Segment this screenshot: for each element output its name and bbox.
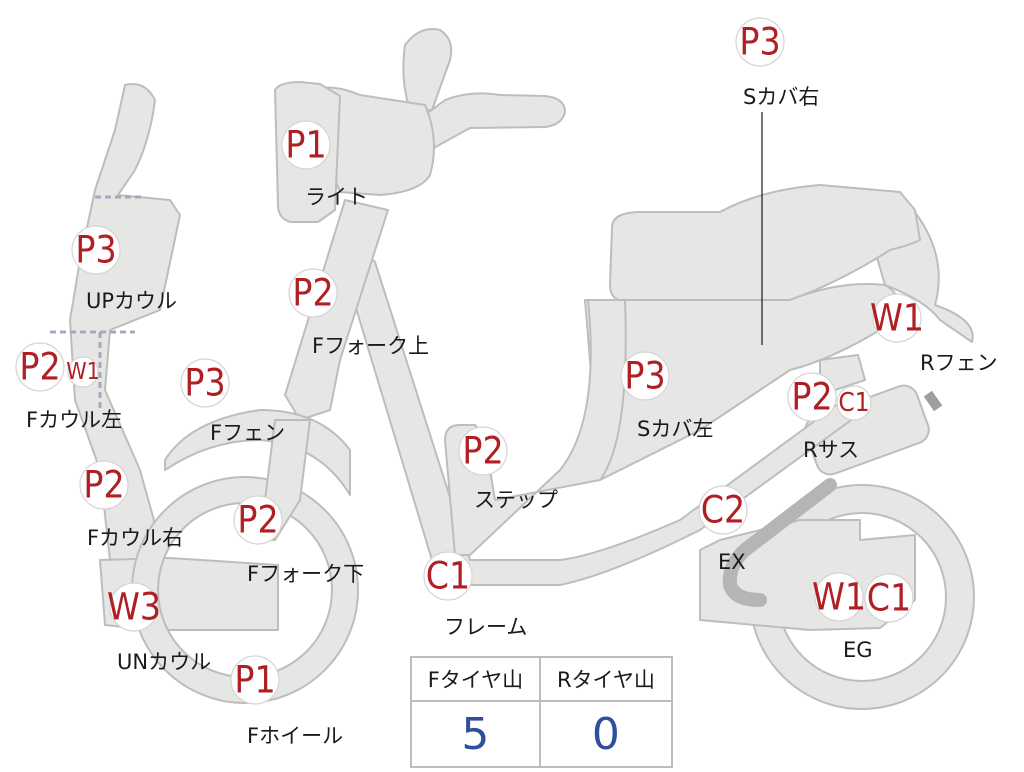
f-cowl-left-code2-badge-text: W1 (66, 359, 100, 385)
rear-tyre-value: 0 (538, 700, 674, 768)
un-cowl-label: UNカウル (117, 650, 211, 674)
f-fork-lower-code-badge-circle (233, 495, 283, 545)
r-fender-code-badge-text: W1 (870, 297, 924, 340)
f-fork-upper-code-badge: P2 (288, 268, 338, 318)
r-fender-code-badge-circle (872, 293, 922, 343)
light-code-badge-circle (281, 120, 331, 170)
engine-code2-badge-text: C1 (867, 577, 911, 620)
exhaust-code-badge-circle (698, 485, 748, 535)
f-cowl-left-code-badge: P2 (15, 342, 65, 392)
s-cover-right-code-badge-circle (735, 17, 785, 67)
f-cowl-left-code2-badge: W1 (66, 356, 100, 388)
un-cowl-code-badge: W3 (107, 582, 161, 632)
f-fender-code-badge-circle (180, 358, 230, 408)
handlebar-shape (404, 92, 566, 151)
up-cowl-code-badge-text: P3 (75, 229, 116, 272)
f-cowl-left-code-badge-text: P2 (19, 346, 60, 389)
step-code-badge-circle (458, 426, 508, 476)
r-suspension-code-badge: P2 (787, 372, 837, 422)
f-fork-lower-code-badge-text: P2 (237, 499, 278, 542)
r-suspension-code-badge-circle (787, 372, 837, 422)
f-cowl-right-code-badge-text: P2 (83, 464, 124, 507)
light-code-badge-text: P1 (285, 124, 326, 167)
f-cowl-right-code-badge: P2 (79, 460, 129, 510)
engine-code-badge-circle (814, 572, 864, 622)
f-cowl-left-label: Fカウル左 (26, 408, 122, 432)
f-cowl-right-label: Fカウル右 (87, 526, 183, 550)
r-suspension-code2-badge-circle (836, 385, 872, 421)
frame-label: フレーム (444, 615, 527, 639)
frame-code-badge-text: C1 (426, 555, 470, 598)
exhaust-label: EX (718, 550, 746, 574)
r-suspension-code2-badge: C1 (836, 385, 872, 421)
frame-code-badge-circle (423, 551, 473, 601)
step-code-badge-text: P2 (462, 430, 503, 473)
r-fender-label: Rフェン (920, 351, 998, 375)
r-suspension-code2-badge-text: C1 (838, 388, 869, 418)
s-cover-right-code-badge-text: P3 (739, 21, 780, 64)
r-suspension-label: Rサス (803, 438, 859, 462)
rear-shock-spring (923, 390, 943, 412)
step-label: ステップ (474, 488, 558, 512)
s-cover-left-code-badge-circle (620, 351, 670, 401)
exhaust-code-badge-text: C2 (701, 489, 745, 532)
f-wheel-label: Fホイール (247, 724, 343, 748)
up-cowl-code-badge-circle (71, 225, 121, 275)
step-code-badge: P2 (458, 426, 508, 476)
engine-code-badge-text: W1 (812, 576, 866, 619)
f-fender-code-badge-text: P3 (184, 362, 225, 405)
r-fender-code-badge: W1 (870, 293, 924, 343)
f-cowl-left-code2-badge-circle (67, 356, 99, 388)
exhaust-code-badge: C2 (698, 485, 748, 535)
frame-code-badge: C1 (423, 551, 473, 601)
s-cover-right-label: Sカバ右 (743, 85, 819, 109)
s-cover-left-code-badge-text: P3 (624, 355, 665, 398)
f-cowl-left-code-badge-circle (15, 342, 65, 392)
f-cowl-right-code-badge-circle (79, 460, 129, 510)
f-fork-lower-label: Fフォーク下 (247, 562, 364, 586)
up-cowl-code-badge: P3 (71, 225, 121, 275)
un-cowl-code-badge-text: W3 (107, 586, 161, 629)
f-fork-upper-code-badge-circle (288, 268, 338, 318)
engine-code2-badge-circle (864, 573, 914, 623)
engine-code-badge: W1 (812, 572, 866, 622)
rear-tyre-header: Rタイヤ山 (538, 656, 674, 702)
s-cover-left-code-badge: P3 (620, 351, 670, 401)
un-cowl-code-badge-circle (109, 582, 159, 632)
f-wheel-code-badge-circle (230, 655, 280, 705)
light-code-badge: P1 (281, 120, 331, 170)
engine-code2-badge: C1 (864, 573, 914, 623)
up-cowl-label: UPカウル (86, 289, 177, 313)
f-fork-upper-code-badge-text: P2 (292, 272, 333, 315)
f-fork-lower-code-badge: P2 (233, 495, 283, 545)
s-cover-right-code-badge: P3 (735, 17, 785, 67)
r-suspension-code-badge-text: P2 (791, 376, 832, 419)
f-fork-upper-label: Fフォーク上 (312, 334, 429, 358)
front-tyre-header: Fタイヤ山 (410, 656, 541, 702)
f-wheel-code-badge-text: P1 (234, 659, 275, 702)
tyre-tread-table: Fタイヤ山 Rタイヤ山 5 0 (410, 656, 674, 768)
part-labels: ライト Fフォーク上 UPカウル Fカウル左 Fフェン Fカウル右 Fフォーク下 UNカウル F… (26, 85, 998, 748)
step-floor-shape (444, 299, 627, 556)
mirror-shape (402, 28, 453, 111)
front-tyre-value: 5 (410, 700, 541, 768)
f-fender-label: Fフェン (210, 421, 285, 445)
tyre-table-grid: Fタイヤ山 Rタイヤ山 5 0 (410, 656, 674, 768)
s-cover-left-label: Sカバ左 (637, 417, 713, 441)
front-fork-upper-shape (284, 199, 389, 421)
light-label: ライト (305, 185, 368, 209)
f-fender-code-badge: P3 (180, 358, 230, 408)
f-wheel-code-badge: P1 (230, 655, 280, 705)
exhaust-pipe (722, 478, 837, 607)
engine-label: EG (843, 638, 873, 662)
